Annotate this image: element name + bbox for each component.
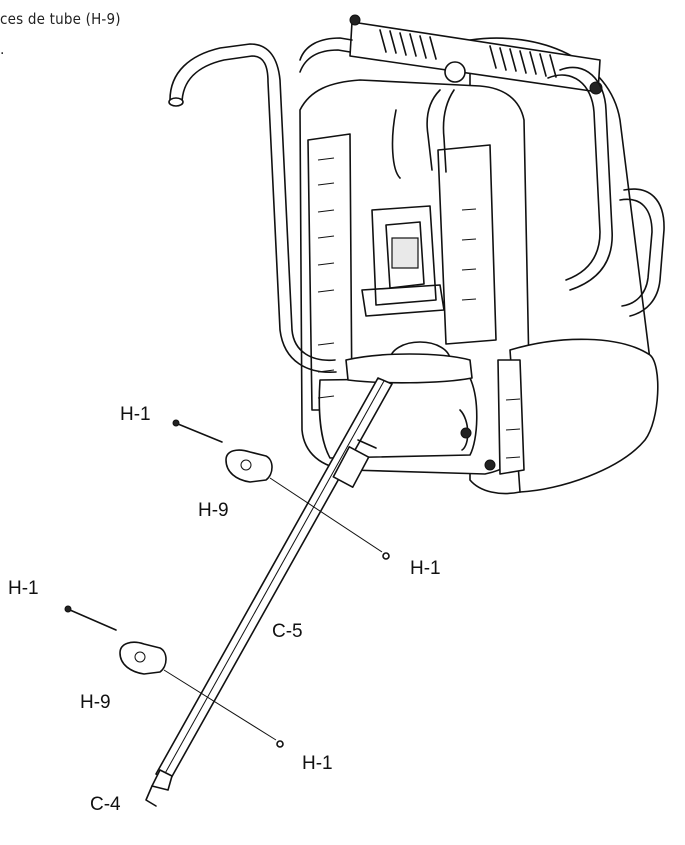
lance-tube: [145, 377, 393, 807]
label-h1-bottom-right: H-1: [302, 753, 333, 774]
tube-frame: [168, 37, 665, 373]
instruction-text: ces de tube (H-9): [0, 10, 121, 28]
label-h9-bottom: H-9: [80, 692, 111, 713]
pump-assembly: [345, 341, 496, 471]
center-bracket: [361, 205, 445, 317]
label-h1-top: H-1: [120, 404, 151, 425]
label-c4: C-4: [90, 794, 121, 815]
label-h1-mid-right: H-1: [410, 558, 441, 579]
label-h1-left: H-1: [8, 578, 39, 599]
tube-clip-lower: [64, 605, 284, 748]
tube-clip-upper: [172, 419, 390, 560]
instruction-text-tail: .: [0, 42, 5, 58]
label-c5: C-5: [272, 621, 303, 642]
label-h9-top: H-9: [198, 500, 229, 521]
